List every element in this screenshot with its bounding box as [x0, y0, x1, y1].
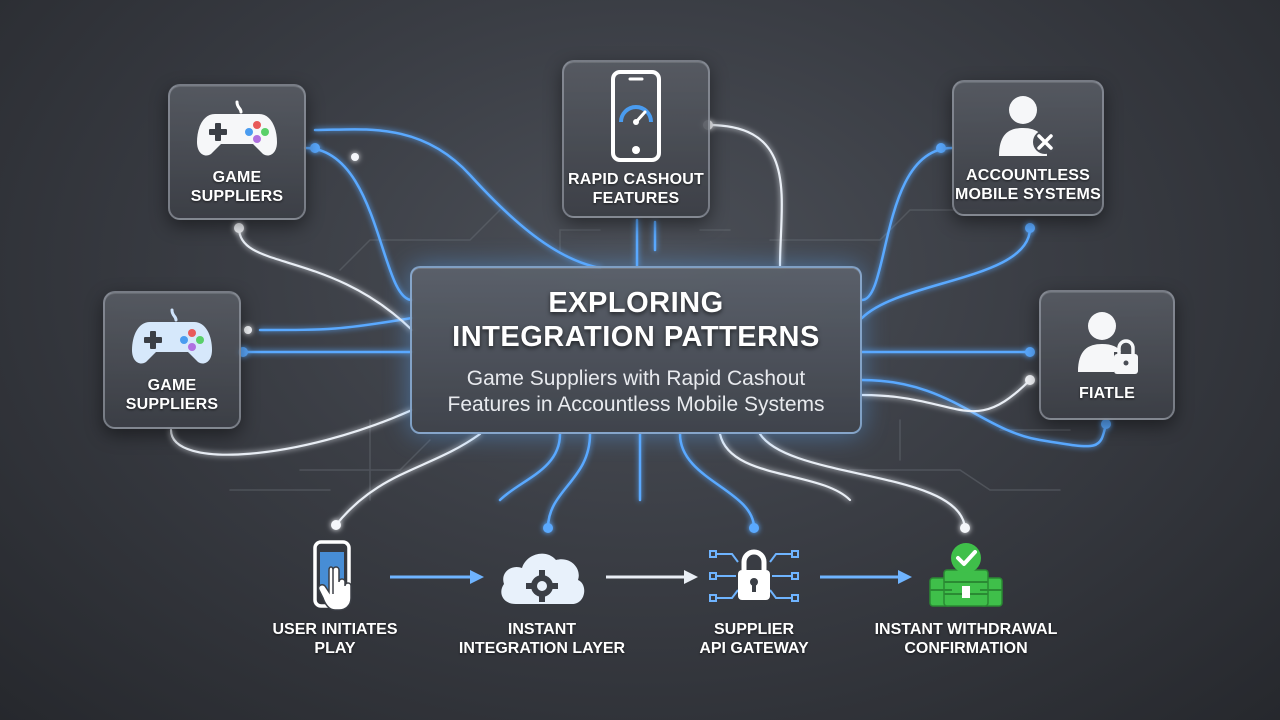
circuit-lock-icon: [709, 549, 799, 602]
flow-step-label: Supplier API Gateway: [699, 621, 809, 657]
user-lock-icon: [1078, 311, 1138, 374]
diagram-title: Exploring Integration Patterns: [452, 287, 820, 353]
flow-step-instant-integration-layer: Instant Integration Layer: [432, 540, 652, 658]
flow-arrow-icon: [606, 570, 698, 584]
flow-step-user-initiates-play: User Initiates Play: [225, 540, 445, 658]
title-card: Exploring Integration Patterns Game Supp…: [410, 266, 862, 434]
flow-arrow-icon: [820, 570, 912, 584]
phone-tap-icon: [313, 540, 352, 611]
user-x-icon: [999, 96, 1057, 156]
card-label: Game Suppliers: [190, 169, 284, 205]
phone-gauge-icon: [611, 70, 661, 162]
flow-step-label: Instant Withdrawal Confirmation: [874, 621, 1058, 657]
flow-step-instant-withdrawal-confirmation: Instant Withdrawal Confirmation: [856, 540, 1076, 658]
cloud-gear-icon: [501, 553, 585, 604]
card-label: Rapid Cashout Features: [568, 171, 704, 207]
card-label: Game Suppliers: [125, 377, 219, 413]
diagram-subtitle: Game Suppliers with Rapid Cashout Featur…: [447, 367, 825, 416]
card-fiatle: Fiatle: [1039, 290, 1175, 420]
gamepad-icon: [197, 100, 277, 156]
flow-arrow-icon: [390, 570, 484, 584]
flow-step-supplier-api-gateway: Supplier API Gateway: [644, 540, 864, 658]
card-game-suppliers-mid: Game Suppliers: [103, 291, 241, 429]
card-label: Fiatle: [1078, 384, 1135, 402]
flow-step-label: Instant Integration Layer: [458, 621, 626, 657]
card-accountless-mobile: Accountless Mobile Systems: [952, 80, 1104, 216]
coins-check-icon: [929, 543, 1003, 607]
card-rapid-cashout: Rapid Cashout Features: [562, 60, 710, 218]
flow-step-label: User Initiates Play: [272, 621, 398, 657]
card-label: Accountless Mobile Systems: [955, 167, 1101, 203]
gamepad-icon: [132, 308, 212, 364]
card-game-suppliers-top: Game Suppliers: [168, 84, 306, 220]
